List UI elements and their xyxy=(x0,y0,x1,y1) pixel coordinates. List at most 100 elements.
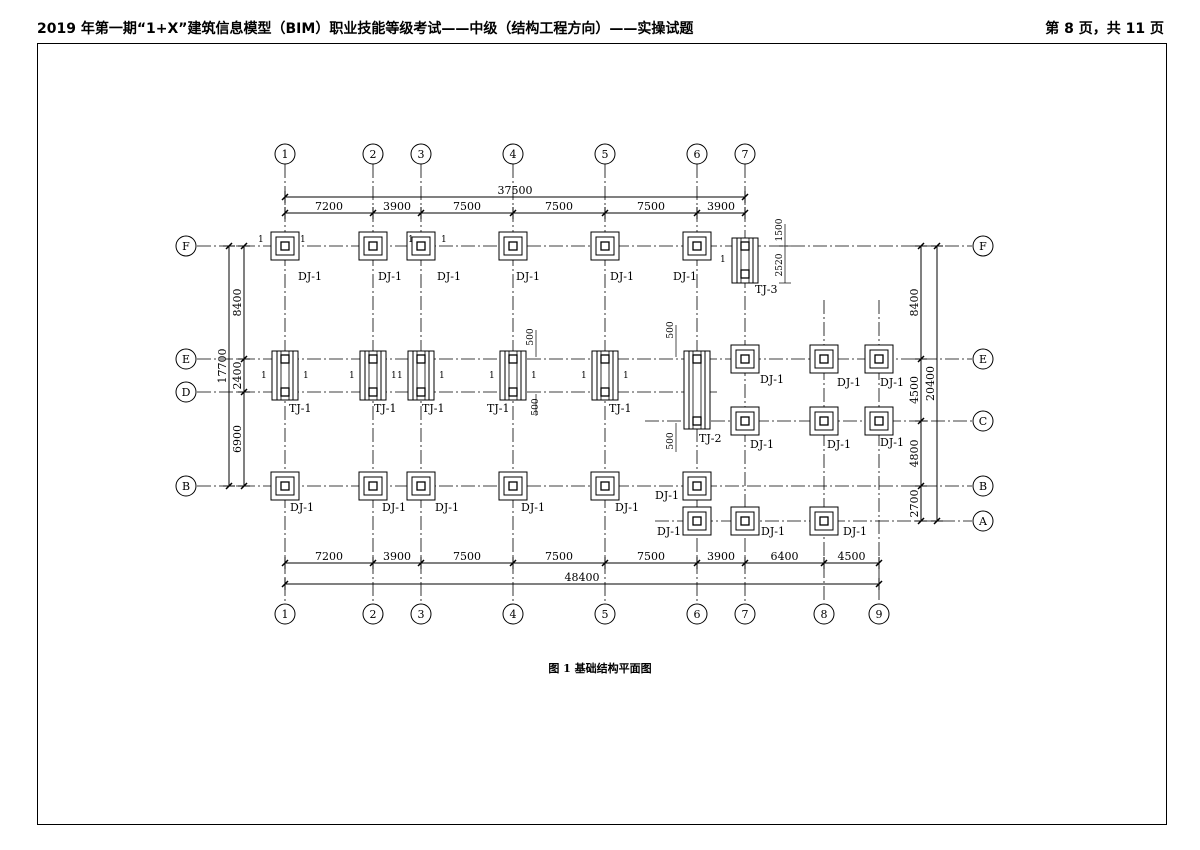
axis-bubble-top-3-circle xyxy=(410,143,432,165)
axis-bubble-bottom-2-circle xyxy=(362,603,384,625)
footing-B-3-middle xyxy=(411,476,431,496)
footing-A-6-middle xyxy=(687,511,707,531)
strip-footing-5-sec-right: 1 xyxy=(623,371,629,381)
axis-bubble-bottom-3-circle xyxy=(410,603,432,625)
footing-F-6-outer xyxy=(682,231,712,261)
axis-bubble-right-B-circle xyxy=(972,475,994,497)
strip-footing-4-sec-left: 1 xyxy=(489,371,495,381)
dim-bottom-spans-label-6: 6400 xyxy=(771,550,799,563)
footing-C-9-label: DJ-1 xyxy=(880,436,904,449)
dim-right-total-tick-1 xyxy=(933,517,941,525)
dim-left-total-tick-0 xyxy=(225,242,233,250)
axis-bubble-top-1-label: 1 xyxy=(282,148,289,161)
dim-bottom-spans-label-7: 4500 xyxy=(838,550,866,563)
strip-footing-2-middle xyxy=(364,350,382,401)
strip-footing-4-label: TJ-1 xyxy=(487,402,509,415)
figure-caption: 图 1 基础结构平面图 xyxy=(548,662,652,675)
footing-B-2-label: DJ-1 xyxy=(382,501,406,514)
strip-footing-1-column-top xyxy=(280,354,290,364)
footing-B-5-label: DJ-1 xyxy=(615,501,639,514)
footing-B-6-label: DJ-1 xyxy=(655,489,679,502)
axis-bubble-right-A-label: A xyxy=(978,515,988,528)
dim-right-spans-label-0: 8400 xyxy=(908,289,921,317)
dim-top-spans-tick-1 xyxy=(369,209,377,217)
axis-bubble-bottom-9-circle xyxy=(868,603,890,625)
dim-top-spans-tick-4 xyxy=(601,209,609,217)
strip-footing-2-sec-left: 1 xyxy=(349,371,355,381)
footing-E-9-column xyxy=(874,354,884,364)
dim-bottom-spans-label-3: 7500 xyxy=(545,550,573,563)
footing-B-1-outer xyxy=(270,471,300,501)
footing-A-7-column xyxy=(740,516,750,526)
strip-footing-3-sec-right: 1 xyxy=(439,371,445,381)
axis-bubble-top-4-label: 4 xyxy=(510,148,517,161)
dim-right-spans-tick-4 xyxy=(917,517,925,525)
axis-bubble-top-5-circle xyxy=(594,143,616,165)
dim-right-spans-label-1: 4500 xyxy=(908,376,921,404)
strip-footing-TJ2-column-top xyxy=(692,354,702,364)
footing-A-6-outer xyxy=(682,506,712,536)
strip-footing-4-column-bottom xyxy=(508,387,518,397)
dim-right-spans-tick-1 xyxy=(917,355,925,363)
strip-footing-2-column-bottom xyxy=(368,387,378,397)
axis-bubble-top-5-label: 5 xyxy=(602,148,609,161)
axis-bubble-left-D-circle xyxy=(175,381,197,403)
dim-left-total-label-0: 17700 xyxy=(216,349,229,384)
footing-C-9-outer xyxy=(864,406,894,436)
strip-footing-4-sec-right: 1 xyxy=(531,371,537,381)
footing-F-6-middle xyxy=(687,236,707,256)
axis-bubble-top-1-circle xyxy=(274,143,296,165)
axis-bubble-bottom-4-circle xyxy=(502,603,524,625)
dim-top-spans-tick-3 xyxy=(509,209,517,217)
footing-F-3-column xyxy=(416,241,426,251)
strip-footing-TJ3-label: TJ-3 xyxy=(755,283,777,296)
axis-bubble-bottom-3-label: 3 xyxy=(418,608,425,621)
dim-bottom-spans-tick-5 xyxy=(693,559,701,567)
footing-F-4-label: DJ-1 xyxy=(516,270,540,283)
footing-B-1-middle xyxy=(275,476,295,496)
section-mark-F-3-right: 1 xyxy=(441,235,447,245)
footing-E-7-outer xyxy=(730,344,760,374)
footing-A-7-outer xyxy=(730,506,760,536)
footing-A-8-middle xyxy=(814,511,834,531)
dim-top-total-tick-0 xyxy=(281,193,289,201)
footing-F-1-outer xyxy=(270,231,300,261)
strip-footing-TJ3-column-bottom xyxy=(740,269,750,279)
dim-top-spans-tick-5 xyxy=(693,209,701,217)
footing-B-4-column xyxy=(508,481,518,491)
axis-bubble-top-2-circle xyxy=(362,143,384,165)
dim-top-spans-label-1: 3900 xyxy=(383,200,411,213)
dim-bottom-total-tick-1 xyxy=(875,580,883,588)
axis-bubble-bottom-8-label: 8 xyxy=(821,608,828,621)
dim-top-spans-label-0: 7200 xyxy=(315,200,343,213)
footing-B-1-column xyxy=(280,481,290,491)
strip-footing-5-middle xyxy=(596,350,614,401)
strip-footing-5-column-bottom xyxy=(600,387,610,397)
strip-footing-1-label: TJ-1 xyxy=(289,402,311,415)
footing-A-6-column xyxy=(692,516,702,526)
drawing-frame xyxy=(37,43,1167,825)
strip-footing-TJ2-outer xyxy=(683,350,711,430)
footing-C-8-outer xyxy=(809,406,839,436)
dim-right-spans-label-3: 2700 xyxy=(908,490,921,518)
footing-B-2-outer xyxy=(358,471,388,501)
footing-B-5-outer xyxy=(590,471,620,501)
footing-C-9-column xyxy=(874,416,884,426)
dim-bottom-spans-label-1: 3900 xyxy=(383,550,411,563)
footing-F-1-middle xyxy=(275,236,295,256)
footing-F-4-outer xyxy=(498,231,528,261)
strip-footing-3-sec-left: 1 xyxy=(397,371,403,381)
footing-B-3-column xyxy=(416,481,426,491)
footing-A-8-label: DJ-1 xyxy=(843,525,867,538)
dim-small-4-bottom-label: 500 xyxy=(531,398,541,415)
footing-B-3-outer xyxy=(406,471,436,501)
dim-bottom-spans-label-5: 3900 xyxy=(707,550,735,563)
dim-left-spans-label-0: 8400 xyxy=(231,289,244,317)
dim-top-spans-label-2: 7500 xyxy=(453,200,481,213)
footing-B-6-outer xyxy=(682,471,712,501)
footing-F-1-label: DJ-1 xyxy=(298,270,322,283)
axis-bubble-top-3-label: 3 xyxy=(418,148,425,161)
axis-bubble-top-4-circle xyxy=(502,143,524,165)
footing-B-6-middle xyxy=(687,476,707,496)
